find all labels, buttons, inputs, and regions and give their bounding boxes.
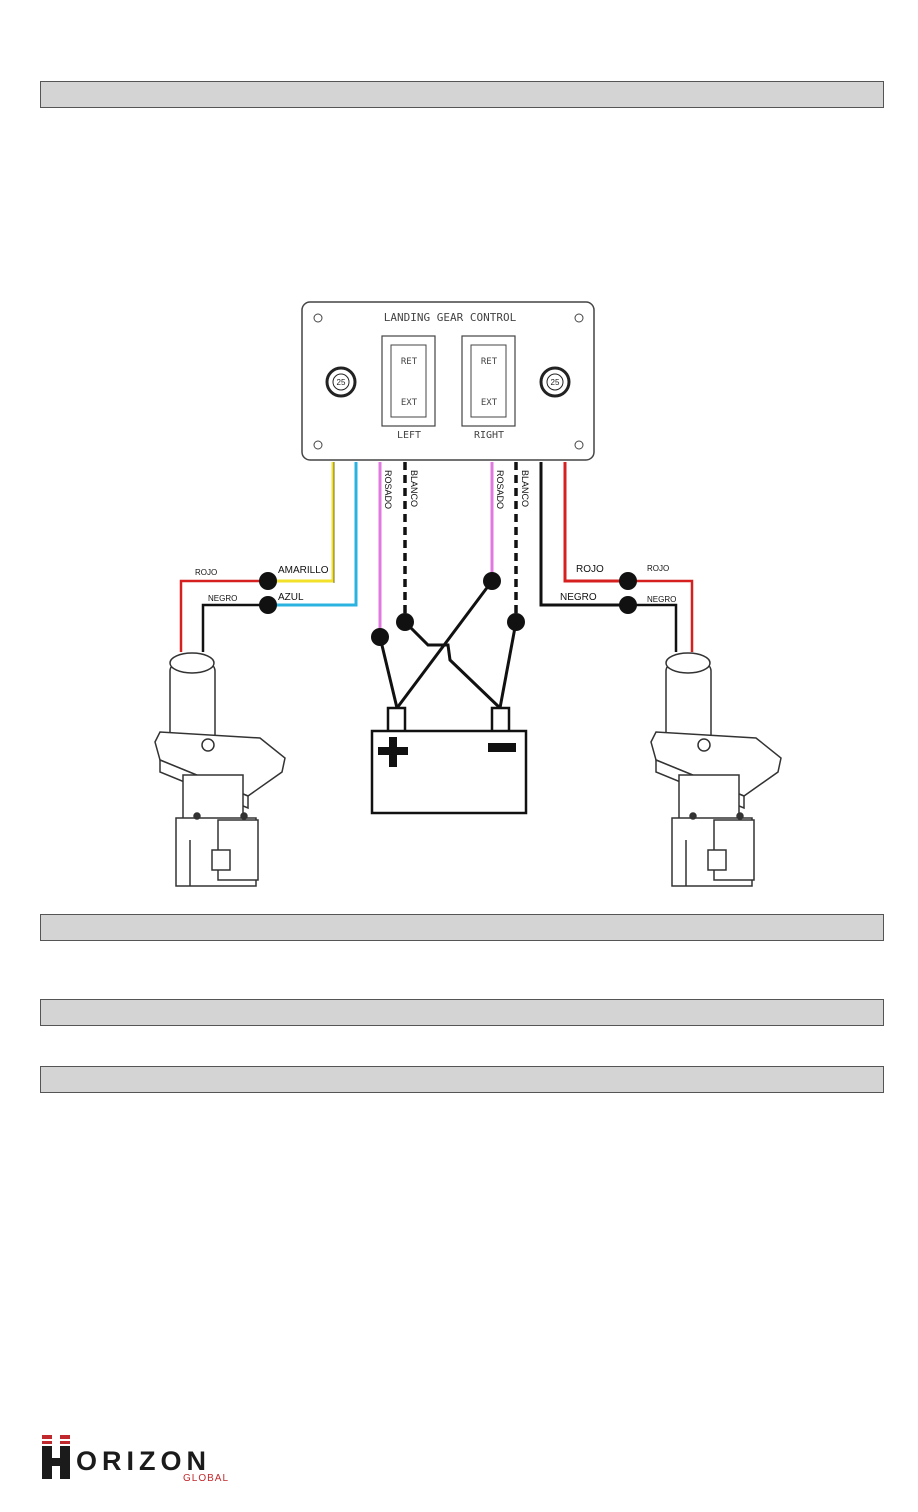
label-rosado-left: ROSADO	[383, 470, 393, 509]
battery-wiring: ROSADO BLANCO ROSADO BLANCO	[371, 462, 530, 710]
switch-right: RET EXT RIGHT	[461, 335, 516, 441]
logo-text: ORIZON	[76, 1446, 211, 1476]
right-landing-gear-motor	[650, 652, 782, 887]
breaker-right: 25	[539, 366, 571, 398]
panel-title: LANDING GEAR CONTROL	[384, 311, 517, 324]
logo-h-mark	[42, 1435, 70, 1479]
label-negro-right-motor: NEGRO	[647, 595, 676, 604]
section-header-bar-3	[40, 999, 884, 1026]
switch-right-label: RIGHT	[474, 430, 504, 441]
label-rojo-right-motor: ROJO	[647, 564, 669, 573]
label-negro-right-panel: NEGRO	[560, 592, 597, 603]
label-amarillo: AMARILLO	[278, 565, 329, 576]
label-blanco-left: BLANCO	[409, 470, 419, 507]
wiring-diagram: LANDING GEAR CONTROL 25 25 RET EXT LEFT …	[154, 301, 782, 887]
label-rojo-right-panel: ROJO	[576, 564, 604, 575]
breaker-left: 25	[325, 366, 357, 398]
label-rosado-right: ROSADO	[495, 470, 505, 509]
left-landing-gear-motor	[154, 652, 286, 887]
left-wiring: AMARILLO AZUL ROJO NEGRO	[179, 462, 358, 652]
svg-text:25: 25	[337, 378, 346, 387]
svg-text:25: 25	[551, 378, 560, 387]
section-header-bar-2	[40, 914, 884, 941]
label-rojo-left: ROJO	[195, 568, 217, 577]
section-header-bar-4	[40, 1066, 884, 1093]
plus-icon	[378, 737, 408, 767]
svg-text:EXT: EXT	[481, 398, 498, 408]
label-negro-left: NEGRO	[208, 594, 237, 603]
horizon-global-logo: ORIZON GLOBAL	[42, 1435, 229, 1484]
label-azul: AZUL	[278, 592, 304, 603]
logo-subtext: GLOBAL	[183, 1473, 229, 1484]
svg-text:RET: RET	[401, 357, 418, 367]
battery	[370, 706, 528, 815]
switch-left: RET EXT LEFT	[381, 335, 436, 441]
svg-text:EXT: EXT	[401, 398, 418, 408]
control-panel: LANDING GEAR CONTROL 25 25 RET EXT LEFT …	[301, 301, 595, 461]
minus-icon	[488, 743, 516, 752]
right-wiring: ROJO NEGRO ROJO NEGRO	[539, 462, 694, 652]
section-header-bar-1	[40, 81, 884, 108]
switch-left-label: LEFT	[397, 430, 421, 441]
label-blanco-right: BLANCO	[520, 470, 530, 507]
svg-text:RET: RET	[481, 357, 498, 367]
